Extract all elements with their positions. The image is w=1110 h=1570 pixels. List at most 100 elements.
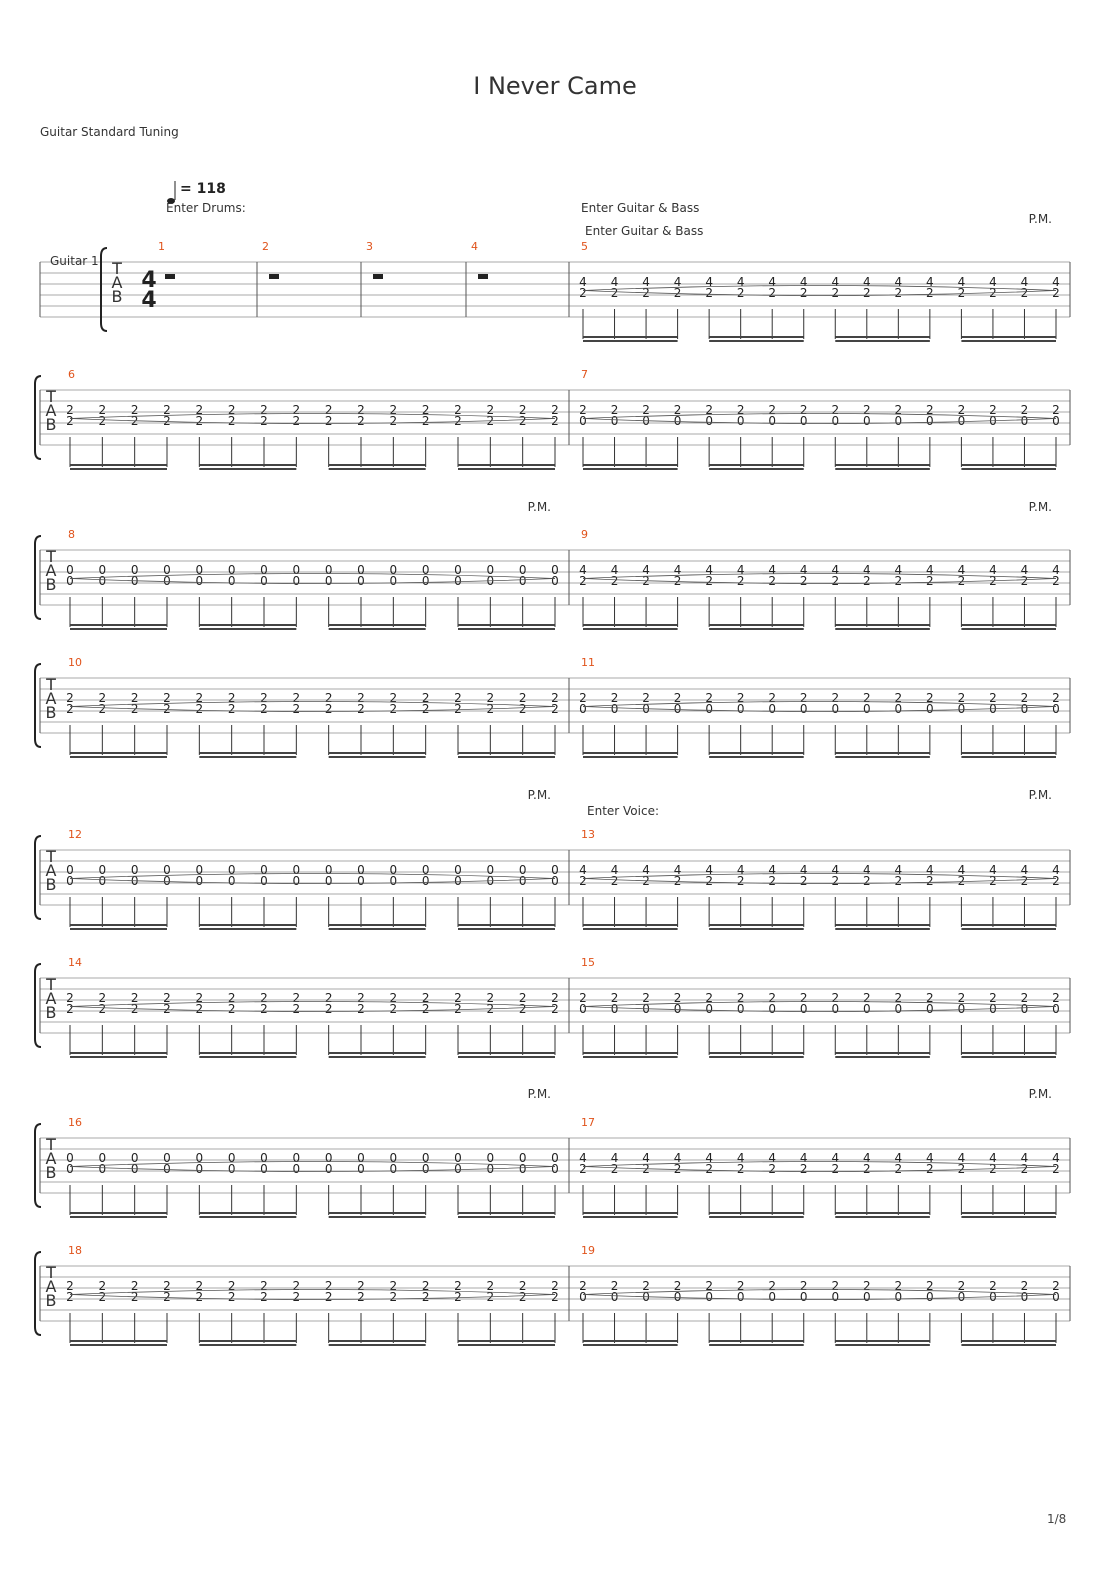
fret-number: 2 [357, 991, 365, 1005]
hairpin [69, 1161, 556, 1167]
measure-number: 16 [68, 1116, 82, 1129]
fret-number: 2 [895, 991, 903, 1005]
fret-number: 0 [99, 574, 107, 588]
fret-number: 0 [66, 574, 74, 588]
fret-number: 0 [228, 563, 236, 577]
fret-number: 2 [1052, 991, 1060, 1005]
fret-number: 0 [163, 563, 171, 577]
fret-number: 2 [705, 574, 713, 588]
hairpin [69, 1294, 556, 1300]
fret-number: 0 [325, 1162, 333, 1176]
fret-number: 2 [260, 403, 268, 417]
fret-number: 2 [390, 691, 398, 705]
fret-number: 2 [863, 874, 871, 888]
fret-number: 4 [989, 863, 997, 877]
measure-number: 15 [581, 956, 595, 969]
fret-number: 4 [895, 863, 903, 877]
fret-number: 2 [196, 991, 204, 1005]
hairpin [582, 1166, 1057, 1172]
fret-number: 2 [800, 691, 808, 705]
fret-number: 2 [611, 991, 619, 1005]
fret-number: 0 [99, 1162, 107, 1176]
whole-rest [165, 274, 175, 279]
fret-number: 4 [926, 1151, 934, 1165]
fret-number: 2 [260, 414, 268, 428]
fret-number: 0 [579, 1002, 587, 1016]
fret-number: 2 [895, 403, 903, 417]
fret-number: 2 [1052, 874, 1060, 888]
fret-number: 0 [863, 414, 871, 428]
tab-clef-letter: A [112, 273, 123, 292]
hairpin [582, 1161, 1057, 1167]
fret-number: 2 [293, 991, 301, 1005]
fret-number: 2 [831, 1279, 839, 1293]
fret-number: 2 [196, 403, 204, 417]
fret-number: 2 [958, 574, 966, 588]
fret-number: 4 [895, 1151, 903, 1165]
fret-number: 0 [519, 874, 527, 888]
time-signature-top: 4 [141, 268, 156, 293]
fret-number: 2 [895, 286, 903, 300]
fret-number: 4 [1052, 563, 1060, 577]
fret-number: 4 [800, 1151, 808, 1165]
fret-number: 2 [551, 1279, 559, 1293]
fret-number: 0 [579, 414, 587, 428]
fret-number: 0 [674, 1002, 682, 1016]
section-marker: Enter Voice: [587, 804, 659, 818]
hairpin [69, 1001, 556, 1007]
fret-number: 0 [228, 874, 236, 888]
fret-number: 2 [228, 414, 236, 428]
tab-clef-letter: A [46, 1149, 57, 1168]
fret-number: 2 [163, 414, 171, 428]
staff-bracket [34, 963, 42, 1048]
fret-number: 0 [131, 1151, 139, 1165]
fret-number: 2 [674, 991, 682, 1005]
tab-clef-letter: A [46, 989, 57, 1008]
fret-number: 2 [390, 403, 398, 417]
staff-bracket [34, 835, 42, 920]
hairpin [69, 413, 556, 419]
fret-number: 0 [674, 1290, 682, 1304]
fret-number: 2 [519, 1279, 527, 1293]
fret-number: 2 [551, 691, 559, 705]
fret-number: 2 [293, 1279, 301, 1293]
fret-number: 4 [611, 275, 619, 289]
fret-number: 2 [895, 574, 903, 588]
fret-number: 2 [163, 403, 171, 417]
fret-number: 2 [422, 691, 430, 705]
fret-number: 4 [737, 1151, 745, 1165]
fret-number: 2 [768, 1162, 776, 1176]
fret-number: 0 [422, 1162, 430, 1176]
fret-number: 0 [260, 574, 268, 588]
fret-number: 2 [487, 1279, 495, 1293]
fret-number: 2 [1021, 286, 1029, 300]
fret-number: 2 [260, 1279, 268, 1293]
fret-number: 0 [1052, 1002, 1060, 1016]
fret-number: 2 [674, 1279, 682, 1293]
section-marker: Enter Drums: [166, 201, 246, 215]
hairpin [69, 418, 556, 424]
whole-rest [373, 274, 383, 279]
fret-number: 0 [422, 1151, 430, 1165]
fret-number: 2 [293, 403, 301, 417]
tab-clef-letter: A [46, 689, 57, 708]
fret-number: 2 [611, 874, 619, 888]
fret-number: 2 [99, 1290, 107, 1304]
fret-number: 4 [1021, 563, 1029, 577]
measure-number: 11 [581, 656, 595, 669]
fret-number: 0 [551, 1151, 559, 1165]
hairpin [582, 573, 1057, 579]
fret-number: 0 [800, 1290, 808, 1304]
fret-number: 4 [989, 563, 997, 577]
fret-number: 0 [551, 1162, 559, 1176]
tuning-label: Guitar Standard Tuning [40, 125, 179, 139]
fret-number: 2 [800, 574, 808, 588]
fret-number: 2 [228, 1279, 236, 1293]
fret-number: 0 [454, 1162, 462, 1176]
fret-number: 2 [422, 1002, 430, 1016]
fret-number: 0 [800, 1002, 808, 1016]
fret-number: 2 [1021, 574, 1029, 588]
fret-number: 4 [831, 275, 839, 289]
fret-number: 2 [926, 1162, 934, 1176]
measure-number: 2 [262, 240, 269, 253]
